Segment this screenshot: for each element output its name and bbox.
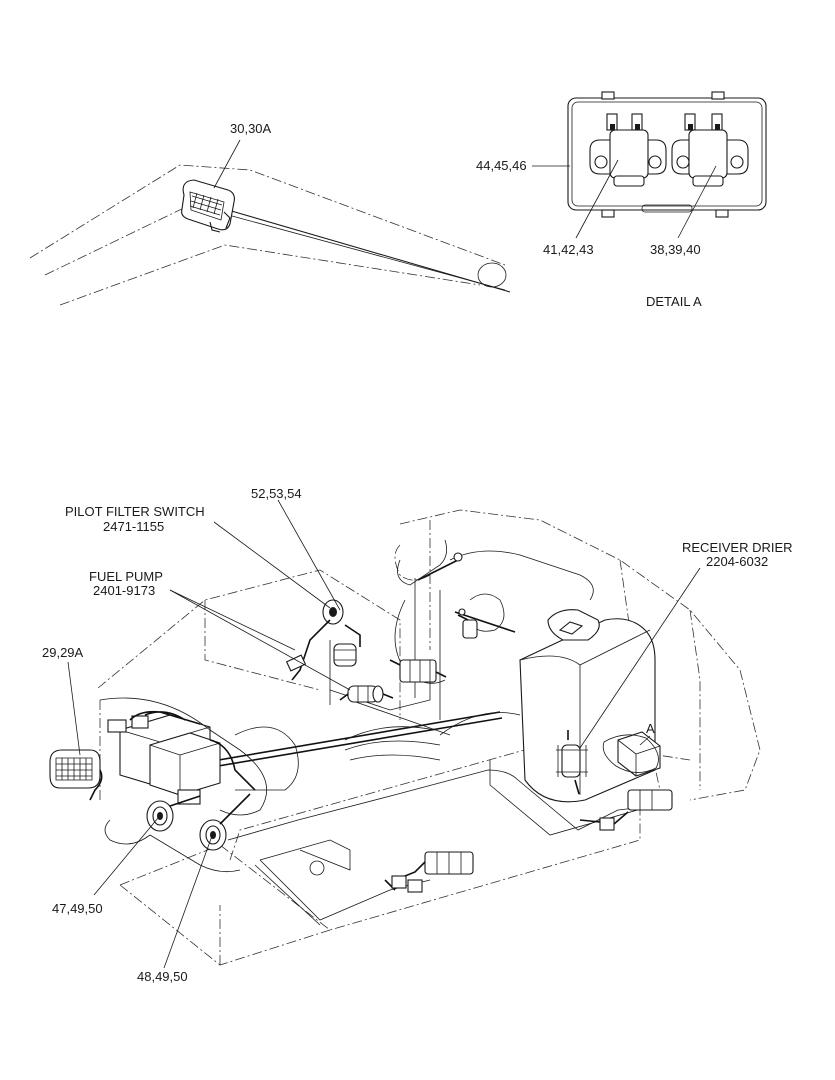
work-light-boom: [181, 139, 241, 233]
label-pilot-filter-switch-part: 2471-1155: [103, 519, 164, 534]
label-38-39-40: 38,39,40: [650, 242, 701, 257]
relay-right: [671, 113, 749, 187]
pilot-filter-switch: [285, 599, 361, 681]
engine-area: [394, 539, 594, 720]
detail-a-box: [602, 731, 661, 777]
label-44-45-46: 44,45,46: [476, 158, 527, 173]
horn-right: [199, 793, 251, 851]
receiver-drier: [556, 730, 588, 795]
label-52-53-54: 52,53,54: [251, 486, 302, 501]
fuel-pump: [339, 685, 394, 703]
label-receiver-drier: RECEIVER DRIER: [682, 540, 793, 555]
connector-rear-right: [579, 789, 673, 831]
label-detail-a-ref: A: [646, 721, 655, 736]
detail-a-title: DETAIL A: [646, 294, 702, 309]
relay-left: [589, 113, 667, 187]
boom-outline: [29, 164, 511, 306]
leader-lines: [67, 499, 701, 969]
front-console: [99, 697, 299, 873]
label-receiver-drier-part: 2204-6032: [706, 554, 768, 569]
main-harness: [159, 640, 664, 926]
label-fuel-pump: FUEL PUMP: [89, 569, 163, 584]
junction-engine: [389, 659, 447, 683]
label-29-29a: 29,29A: [42, 645, 84, 660]
label-48-49-50: 48,49,50: [137, 969, 188, 984]
label-41-42-43: 41,42,43: [543, 242, 594, 257]
work-light-front: [49, 749, 103, 801]
connector-rear-center: [384, 851, 474, 893]
label-30-30a: 30,30A: [230, 121, 272, 136]
label-47-49-50: 47,49,50: [52, 901, 103, 916]
label-pilot-filter-switch: PILOT FILTER SWITCH: [65, 504, 205, 519]
label-fuel-pump-part: 2401-9173: [93, 583, 155, 598]
